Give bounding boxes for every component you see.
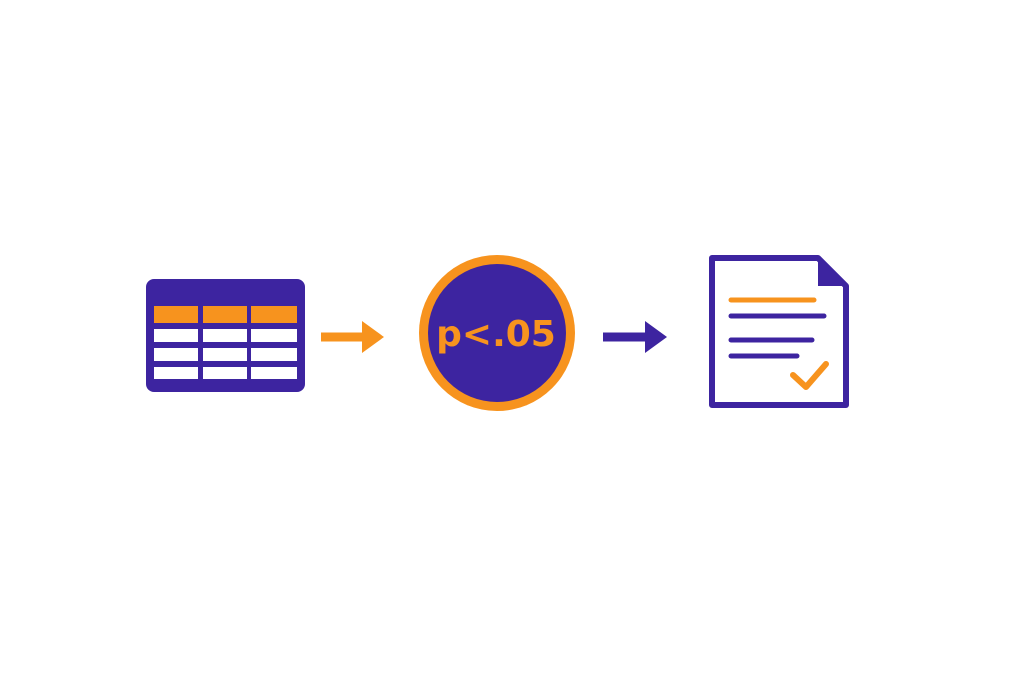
significance-label: p<.05 xyxy=(436,314,556,355)
significance-test-icon: p<.05 xyxy=(419,255,575,411)
data-table-icon xyxy=(146,279,305,392)
report-document-check-icon xyxy=(709,255,849,408)
arrow-right-icon xyxy=(603,321,667,353)
arrow-right-icon xyxy=(321,321,384,353)
